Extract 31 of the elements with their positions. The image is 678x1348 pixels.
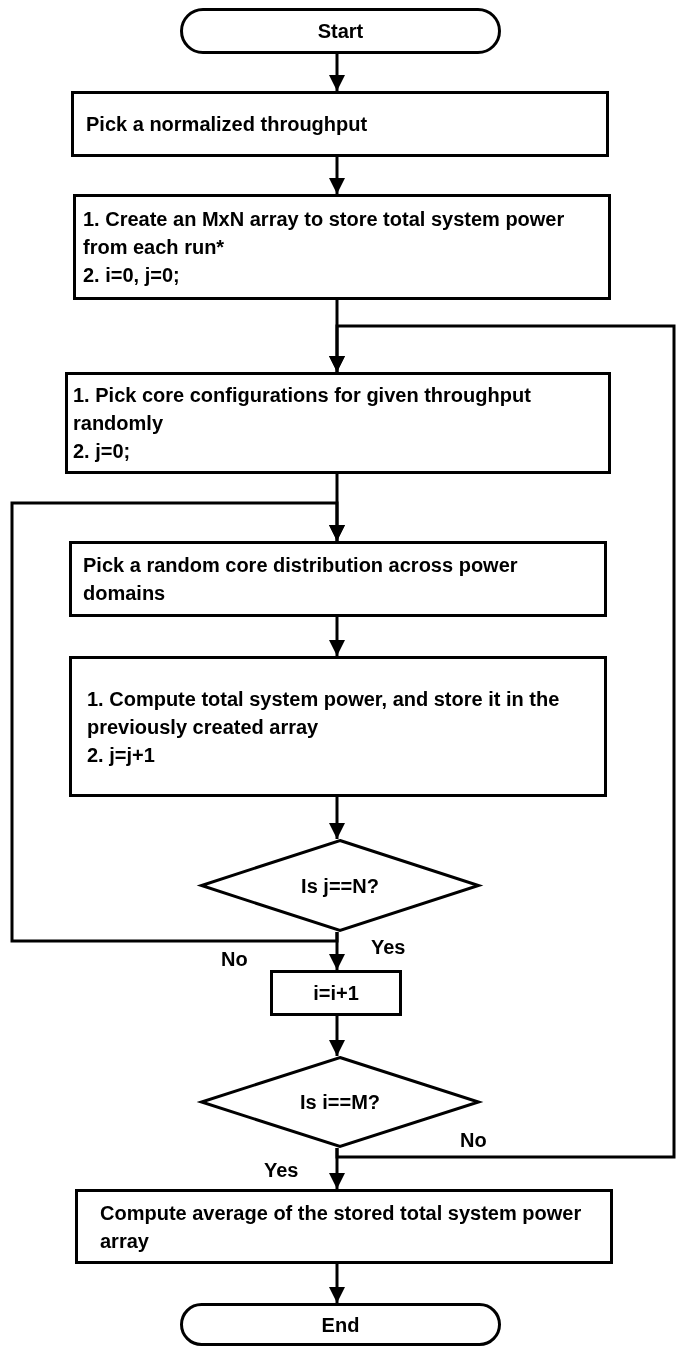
process-box [65,372,611,474]
step-text: 2. i=0, j=0; [83,263,180,288]
step-text: 1. Create an MxN array to store total system power from each run* [83,207,566,260]
arrow [329,157,345,194]
step-text: Pick a normalized throughput [86,112,368,137]
step-text: 1. Pick core configurations for given throughput randomly [73,383,532,436]
arrow [10,501,345,943]
terminal-shape [180,1303,501,1346]
arrow [329,617,345,656]
step-text: 2. j=j+1 [87,742,155,768]
step-text: i=i+1 [313,981,359,1006]
arrow [329,1264,345,1303]
step-text: Is j==N? [301,873,379,899]
arrow [329,54,345,91]
arrow [329,797,345,839]
step-text: End [321,1312,360,1338]
process-box [71,91,609,157]
step-text: Compute average of the stored total system power array [100,1200,583,1254]
arrow [329,324,676,1159]
process-box [270,970,402,1016]
step-text: Is i==M? [300,1090,380,1115]
terminal-shape [180,8,501,54]
process-box [69,656,607,797]
step-text: Start [317,19,364,44]
arrow [329,1016,345,1056]
step-text: 2. j=0; [73,439,131,464]
process-box [75,1189,613,1264]
step-text: 1. Compute total system power, and store it in the previously created array [87,686,561,740]
process-box [73,194,611,300]
process-box [69,541,607,617]
step-text: Pick a random core distribution across power domains [83,553,519,606]
